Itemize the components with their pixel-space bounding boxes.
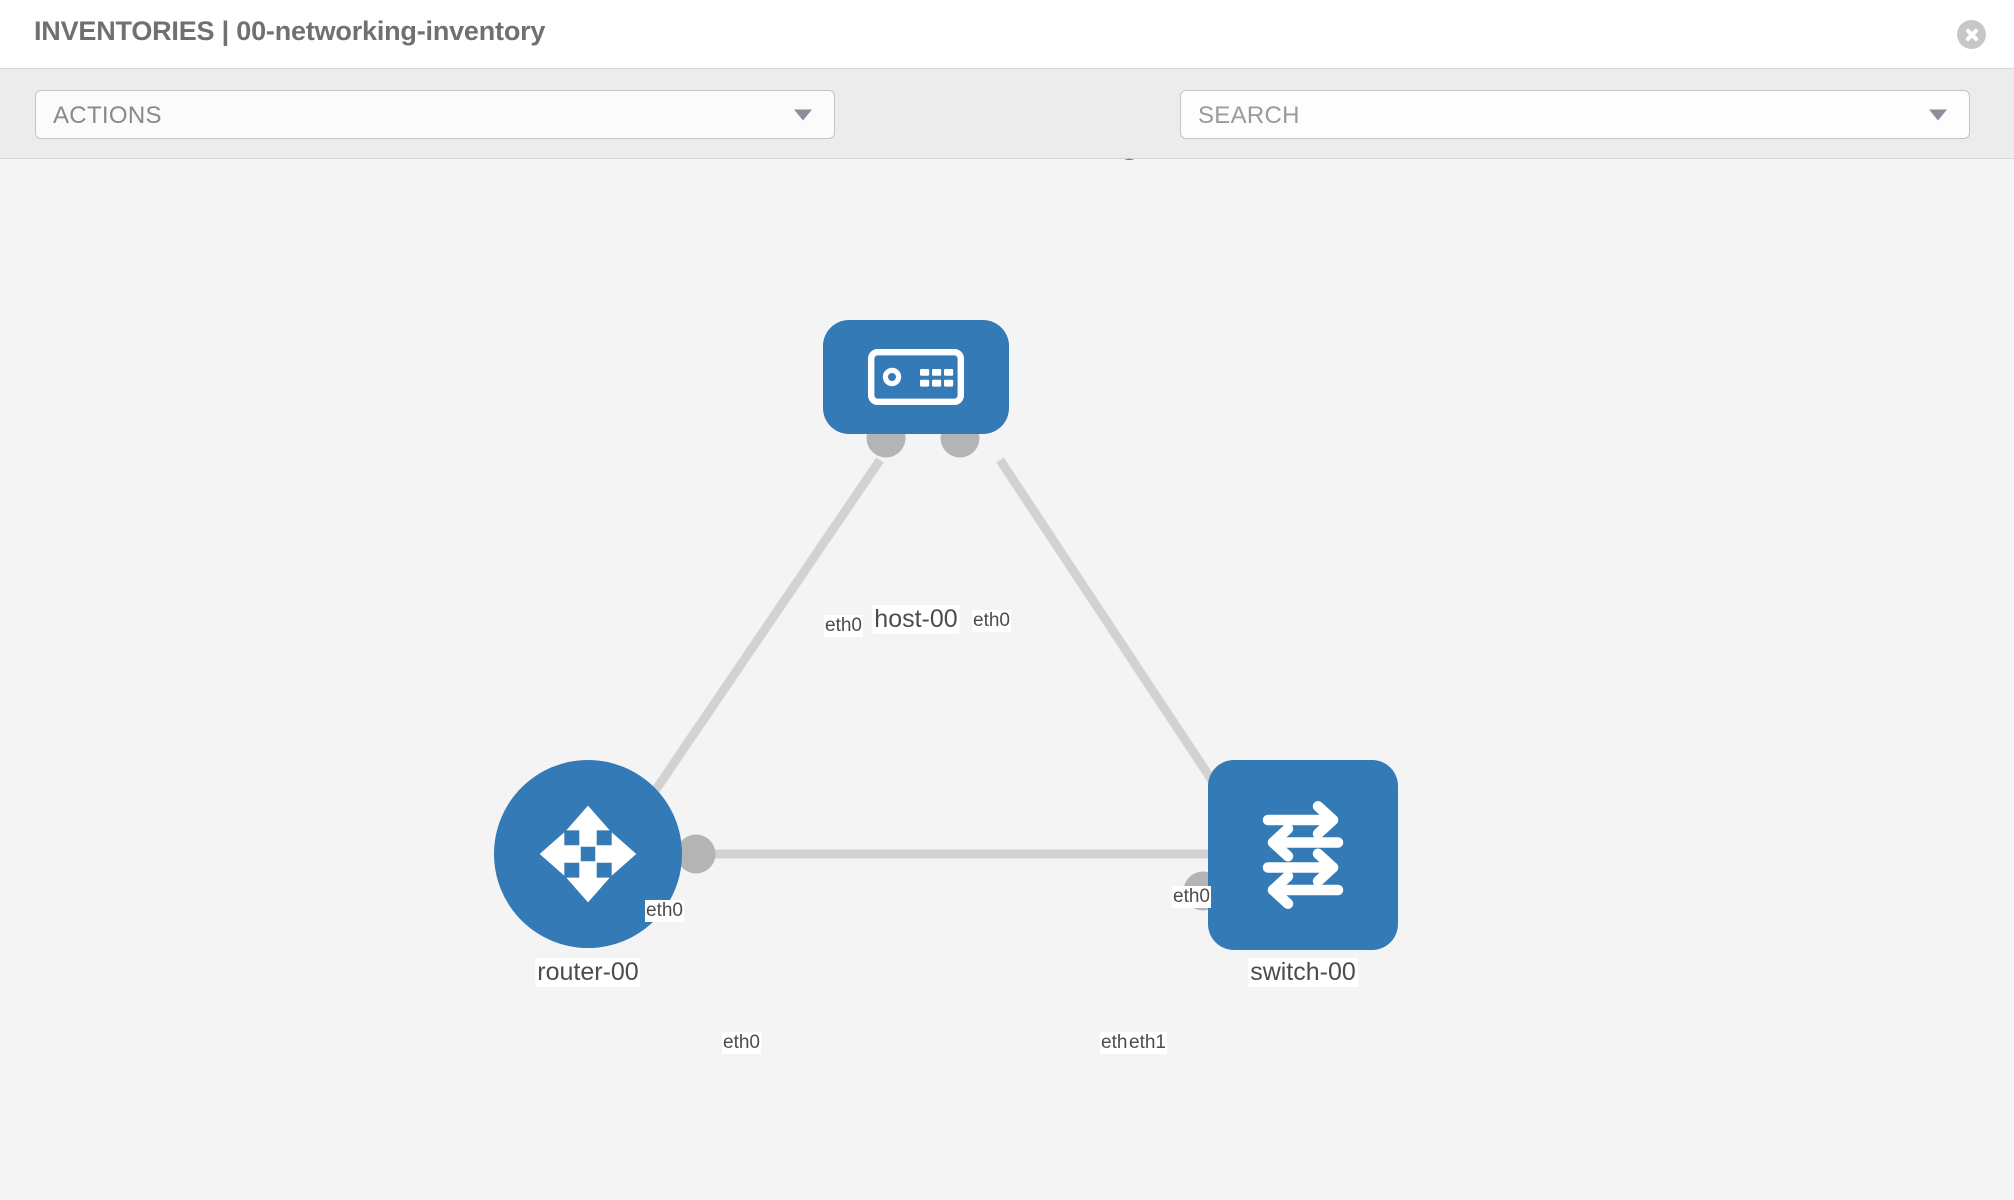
search-placeholder: SEARCH (1198, 102, 1300, 129)
server-icon (868, 349, 964, 405)
node-label-switch-00: switch-00 (1248, 958, 1358, 987)
search-input[interactable]: SEARCH (1180, 90, 1970, 139)
edge-label-switch-eth1: eth1 (1128, 1032, 1167, 1054)
topology-edges (604, 457, 1262, 863)
edge-label-host-switch: eth0 (1172, 886, 1211, 908)
close-icon[interactable] (1957, 20, 1986, 49)
toolbar: ACTIONS SEARCH (0, 69, 2014, 189)
edge-label-router-eth0: eth0 (722, 1032, 761, 1054)
edge-label-host-left: eth0 (824, 615, 863, 637)
host-node-shape[interactable] (823, 320, 1009, 434)
edge-label-host-right: eth0 (972, 610, 1011, 632)
search-chevron-down-icon[interactable] (1929, 109, 1947, 120)
topology-canvas[interactable]: host-00 router-00 (0, 160, 2014, 1200)
connector-router-right[interactable] (676, 834, 716, 874)
router-arrows-icon (539, 805, 637, 903)
node-switch-00[interactable]: switch-00 (1208, 760, 1398, 987)
edge-label-host-router: eth0 (645, 900, 684, 922)
node-host-00[interactable]: host-00 (823, 320, 1009, 634)
switch-arrows-icon (1262, 801, 1344, 909)
actions-dropdown[interactable]: ACTIONS (35, 90, 835, 139)
switch-node-shape[interactable] (1208, 760, 1398, 950)
chevron-down-icon (794, 109, 812, 120)
node-label-host-00: host-00 (872, 605, 960, 634)
node-router-00[interactable]: router-00 (494, 760, 682, 987)
page-title: INVENTORIES | 00-networking-inventory (34, 16, 546, 46)
actions-dropdown-label: ACTIONS (53, 102, 162, 129)
node-label-router-00: router-00 (535, 958, 641, 987)
page-header: INVENTORIES | 00-networking-inventory (0, 0, 2014, 69)
